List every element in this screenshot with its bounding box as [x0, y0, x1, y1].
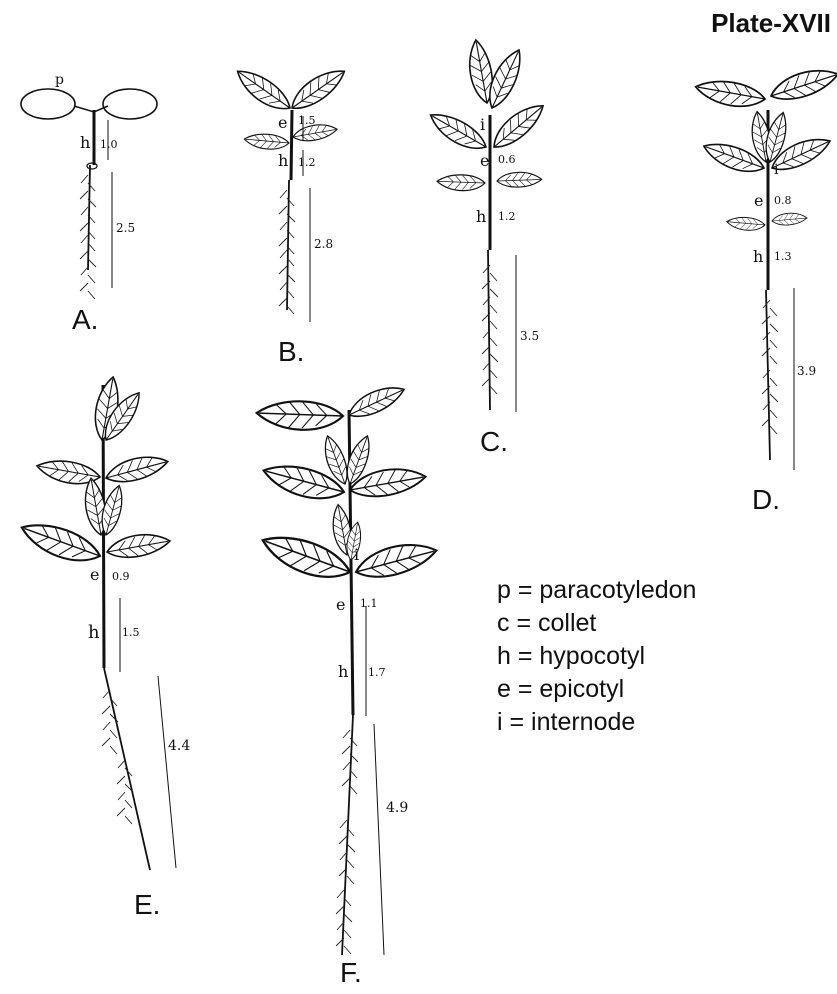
measure-d-3: 3.9 — [797, 364, 816, 378]
marker-f-i: i — [354, 545, 359, 564]
seedling-c — [425, 38, 549, 412]
label-f: F. — [340, 957, 362, 989]
marker-d-i: i — [774, 162, 779, 178]
measure-d-2: 1.3 — [774, 250, 792, 263]
marker-c-h: h — [476, 207, 486, 226]
seedling-b — [231, 62, 350, 322]
measure-a-2: 2.5 — [116, 221, 135, 235]
marker-a-p: p — [55, 72, 64, 88]
measure-b-2: 1.2 — [298, 156, 316, 169]
marker-b-h: h — [278, 151, 288, 170]
measure-c-3: 3.5 — [520, 329, 539, 343]
seedling-measurements: 1.0 2.5 1.5 1.2 2.8 0.6 1.2 3.5 0.8 1.3 … — [100, 114, 816, 816]
measure-a-1: 1.0 — [100, 138, 118, 151]
measure-e-1: 0.9 — [112, 570, 130, 583]
seedling-d — [694, 62, 837, 470]
label-a: A. — [72, 304, 98, 336]
legend: p = paracotyledon c = collet h = hypocot… — [497, 574, 696, 739]
measure-f-2: 1.7 — [368, 666, 386, 679]
label-e: E. — [134, 889, 160, 921]
legend-item-hypocotyl: h = hypocotyl — [497, 640, 696, 673]
measure-c-1: 0.6 — [498, 153, 516, 166]
legend-item-epicotyl: e = epicotyl — [497, 673, 696, 706]
marker-b-e: e — [278, 113, 287, 132]
marker-e-h: h — [88, 622, 100, 643]
measure-e-3: 4.4 — [168, 738, 190, 754]
legend-item-paracotyledon: p = paracotyledon — [497, 574, 696, 607]
legend-item-collet: c = collet — [497, 607, 696, 640]
measure-b-1: 1.5 — [298, 114, 316, 127]
marker-f-e: e — [336, 595, 345, 614]
measure-d-1: 0.8 — [774, 194, 792, 207]
measure-b-3: 2.8 — [314, 237, 333, 251]
seedling-a — [21, 89, 157, 299]
label-d: D. — [752, 484, 780, 516]
plate-title: Plate-XVII — [711, 8, 831, 39]
measure-c-2: 1.2 — [498, 210, 516, 223]
marker-c-i: i — [480, 115, 485, 134]
marker-e-e: e — [90, 565, 99, 584]
marker-a-h: h — [80, 133, 90, 152]
measure-f-3: 4.9 — [386, 800, 408, 816]
marker-d-e: e — [754, 191, 763, 210]
marker-d-h: h — [753, 247, 763, 266]
measure-f-1: 1.1 — [360, 597, 378, 610]
label-c: C. — [480, 426, 508, 458]
label-b: B. — [278, 336, 304, 368]
measure-e-2: 1.5 — [122, 626, 140, 639]
marker-f-h: h — [338, 662, 348, 681]
marker-c-e: e — [480, 151, 489, 170]
legend-item-internode: i = internode — [497, 706, 696, 739]
